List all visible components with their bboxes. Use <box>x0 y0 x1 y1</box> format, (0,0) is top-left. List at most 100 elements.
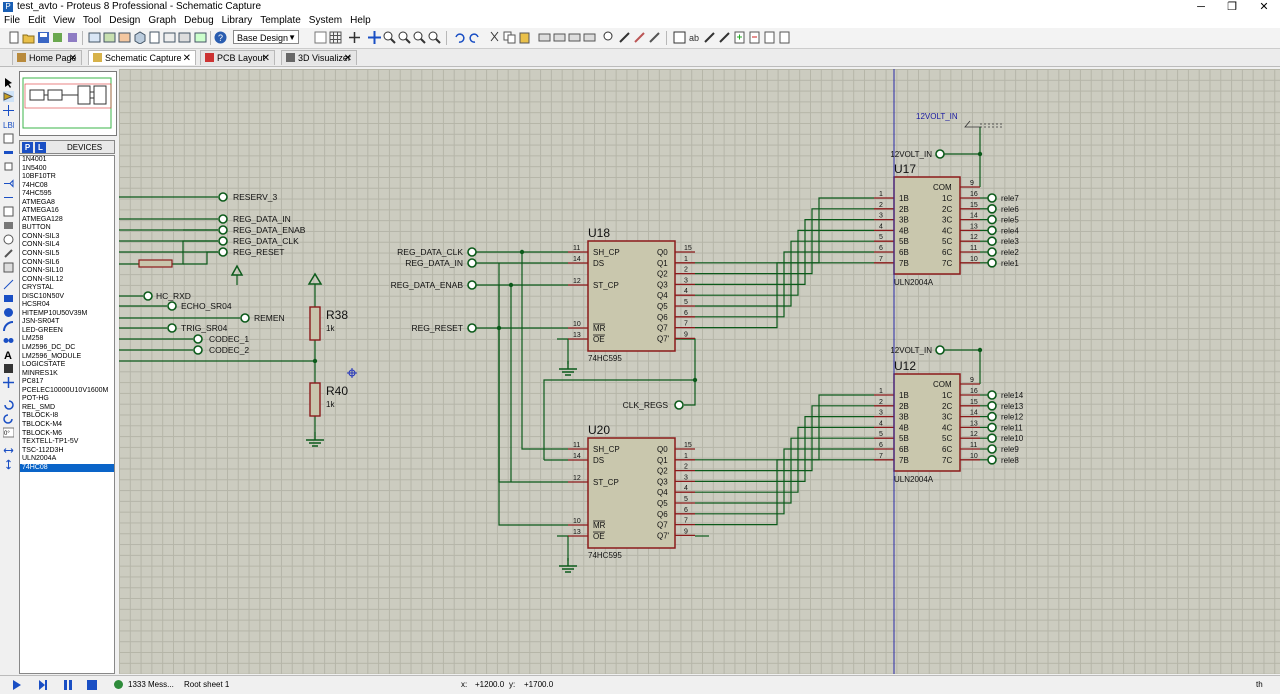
arc-tool-icon[interactable] <box>3 321 14 332</box>
paste-icon[interactable] <box>518 31 531 44</box>
device-pins-icon[interactable] <box>3 192 14 203</box>
import-icon[interactable] <box>51 31 64 44</box>
play-icon[interactable] <box>12 680 22 690</box>
text-script-icon[interactable] <box>3 133 14 144</box>
redo-icon[interactable] <box>468 31 481 44</box>
zoom-area-icon[interactable] <box>428 31 441 44</box>
message-count[interactable]: 1333 Mess... <box>128 680 174 689</box>
device-list-item[interactable]: 10BF10TR <box>22 173 56 181</box>
source-code-icon[interactable] <box>163 31 176 44</box>
generator-mode-icon[interactable] <box>3 234 14 245</box>
library-icon[interactable] <box>194 31 207 44</box>
copy-icon[interactable] <box>503 31 516 44</box>
new-sheet-icon[interactable] <box>733 31 746 44</box>
device-list-item[interactable]: ULN2004A <box>22 455 57 463</box>
zoom-out-icon[interactable] <box>398 31 411 44</box>
device-list-item[interactable]: 74HC08 <box>20 463 114 473</box>
voltage-probe-icon[interactable] <box>3 248 14 259</box>
electrical-rule-check-icon[interactable] <box>718 31 731 44</box>
menu-library[interactable]: Library <box>221 15 253 26</box>
symbol-tool-icon[interactable] <box>3 363 14 374</box>
maximize-button[interactable]: ❐ <box>1227 1 1237 13</box>
remove-sheet-icon[interactable] <box>748 31 761 44</box>
subcircuit-icon[interactable] <box>3 161 14 172</box>
buses-icon[interactable] <box>3 147 14 158</box>
text-tool-icon[interactable]: A <box>3 349 14 360</box>
mirror-horizontal-icon[interactable] <box>3 445 14 456</box>
save-icon[interactable] <box>37 31 50 44</box>
device-list-item[interactable]: LOGICSTATE <box>22 361 66 369</box>
circle-tool-icon[interactable] <box>3 307 14 318</box>
mirror-vertical-icon[interactable] <box>3 459 14 470</box>
overview-window[interactable] <box>19 71 117 136</box>
device-list-item[interactable]: ATMEGA128 <box>22 215 63 223</box>
export-icon[interactable] <box>66 31 79 44</box>
marker-tool-icon[interactable] <box>3 377 14 388</box>
step-icon[interactable] <box>38 680 48 690</box>
zoom-in-icon[interactable] <box>383 31 396 44</box>
tab-home-page[interactable]: Home Page✕ <box>12 50 82 65</box>
device-list-item[interactable]: LM2596_DC_DC <box>22 344 76 352</box>
rotate-clockwise-icon[interactable] <box>3 399 14 410</box>
device-list-item[interactable]: TBLOCK-M6 <box>22 429 63 437</box>
help-icon[interactable]: ? <box>214 31 227 44</box>
pcb-icon[interactable] <box>103 31 116 44</box>
menu-system[interactable]: System <box>308 15 343 26</box>
pick-devices-button[interactable]: P <box>22 142 33 153</box>
junction-dot-icon[interactable] <box>3 105 14 116</box>
rotate-anticlockwise-icon[interactable] <box>3 413 14 424</box>
stop-icon[interactable] <box>87 680 97 690</box>
tab-schematic-capture[interactable]: Schematic Capture✕ <box>88 50 196 65</box>
graph-mode-icon[interactable] <box>3 206 14 217</box>
component-mode-icon[interactable] <box>3 91 14 102</box>
block-rotate-icon[interactable] <box>568 31 581 44</box>
close-tab-icon[interactable]: ✕ <box>68 53 77 64</box>
device-list-item[interactable]: LM2596_MODULE <box>22 352 82 360</box>
menu-edit[interactable]: Edit <box>28 15 46 26</box>
cut-icon[interactable] <box>488 31 501 44</box>
device-list-item[interactable]: HITEMP10U50V39M <box>22 309 88 317</box>
device-list-item[interactable]: ATMEGA8 <box>22 198 55 206</box>
terminals-mode-icon[interactable] <box>3 178 14 189</box>
menu-tool[interactable]: Tool <box>82 15 102 26</box>
search-tag-icon[interactable]: ab <box>688 31 701 44</box>
zoom-all-icon[interactable] <box>413 31 426 44</box>
device-list-item[interactable]: PCELEC10000U10V1600M <box>22 386 109 394</box>
pick-device-icon[interactable] <box>603 31 616 44</box>
grid-toggle-icon[interactable] <box>329 31 342 44</box>
line-tool-icon[interactable] <box>3 279 14 290</box>
decompose-icon[interactable] <box>633 31 646 44</box>
library-manager-button[interactable]: L <box>35 142 46 153</box>
device-list-item[interactable]: LM258 <box>22 335 44 343</box>
device-list-item[interactable]: CONN-SIL5 <box>22 250 60 258</box>
device-list-item[interactable]: MINRES1K <box>22 369 58 377</box>
menu-design[interactable]: Design <box>109 15 141 26</box>
pause-icon[interactable] <box>63 680 73 690</box>
schematic-icon[interactable] <box>88 31 101 44</box>
menu-view[interactable]: View <box>53 15 75 26</box>
tape-recorder-icon[interactable] <box>3 220 14 231</box>
device-list-item[interactable]: ATMEGA16 <box>22 207 59 215</box>
minimize-button[interactable]: ─ <box>1197 1 1205 13</box>
virtual-instruments-icon[interactable] <box>3 262 14 273</box>
device-list-item[interactable]: HCSR04 <box>22 301 50 309</box>
close-tab-icon[interactable]: ✕ <box>261 53 270 64</box>
menu-template[interactable]: Template <box>260 15 301 26</box>
property-assignment-icon[interactable] <box>703 31 716 44</box>
block-move-icon[interactable] <box>553 31 566 44</box>
device-list-item[interactable]: CONN-SIL4 <box>22 241 60 249</box>
device-list-item[interactable]: CONN-SIL10 <box>22 267 64 275</box>
device-list-item[interactable]: PC817 <box>22 378 44 386</box>
block-delete-icon[interactable] <box>583 31 596 44</box>
wire-label-icon[interactable]: LBL <box>3 119 14 130</box>
menu-graph[interactable]: Graph <box>148 15 177 26</box>
bom-icon[interactable] <box>148 31 161 44</box>
device-list-item[interactable]: REL_SMD <box>22 403 56 411</box>
design-explorer-icon[interactable] <box>178 31 191 44</box>
device-list-item[interactable]: CONN-SIL6 <box>22 258 60 266</box>
device-list-item[interactable]: TBLOCK-I8 <box>22 412 59 420</box>
device-list-item[interactable]: TSC-112D3H <box>22 446 64 454</box>
design-variant-select[interactable]: Base Design▼ <box>233 30 299 44</box>
